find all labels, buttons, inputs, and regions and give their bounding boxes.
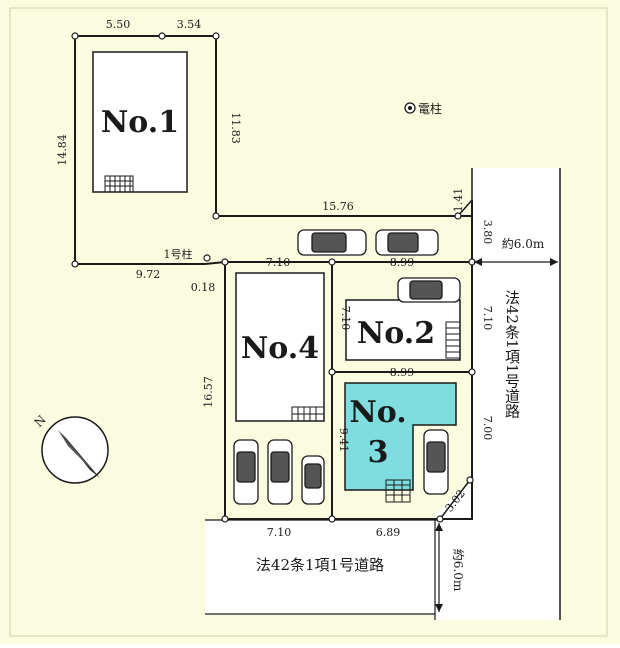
car-icon [423,429,449,495]
utility-pole-marker-label: 1号柱 [164,247,193,261]
dim-no4-left: 16.57 [202,376,215,408]
east-road [435,168,560,620]
east-road-width: 約6.0m [502,236,545,251]
south-road-width-indicator: 約6.0m [435,523,466,612]
dim-no2-left: 7.10 [339,306,352,331]
house-no1-label: No.1 [101,105,179,140]
south-road-width: 約6.0m [451,549,466,592]
frame [9,7,608,637]
north-arrow-icon [58,430,100,478]
house-no4-label: No.4 [241,331,319,366]
dim-bottom-left: 9.72 [136,268,161,281]
dim-top-b: 3.54 [177,18,202,31]
dim-offset: 0.18 [191,281,216,294]
dim-no3-top: 8.99 [390,366,415,379]
house-no3-label-line2: 3 [368,435,389,470]
dim-left-no1: 14.84 [56,134,69,166]
house-no4 [235,272,325,422]
compass: N [32,413,109,484]
east-road-width-indicator: 約6.0m [474,233,558,266]
car-icon [301,455,325,505]
dim-bottom-no3: 6.89 [376,526,401,539]
dim-corner-top: 1.41 [452,188,465,213]
dim-no3-right: 7.00 [481,416,494,441]
house-no2 [345,299,461,361]
dim-right-no1: 11.83 [229,112,242,144]
house-no3-label-line1: No. [349,395,406,430]
house-no1 [92,51,188,193]
south-road [205,520,440,615]
dim-no2-top: 8.99 [390,256,415,269]
dim-no3-left: 9.41 [337,428,350,453]
car-icon [233,439,259,505]
dim-no4-top: 7.10 [266,256,291,269]
utility-pole-legend: 電柱 [404,101,442,116]
car-icon [297,229,367,256]
car-icon [375,229,439,256]
dim-no2-right: 7.10 [481,306,494,331]
dim-corner-right: 3.80 [481,220,494,245]
car-icon [267,439,293,505]
utility-pole-label: 電柱 [418,101,442,116]
entry-stairs-icon [104,175,461,503]
utility-pole-marker [203,254,211,262]
south-road-type: 法42条1項1号道路 [256,556,384,574]
dim-mid-top: 15.76 [322,200,354,213]
east-road-type: 法42条1項1号道路 [503,290,521,418]
dim-bottom-no4: 7.10 [267,526,292,539]
house-no3 [344,382,457,491]
dim-top-a: 5.50 [106,18,131,31]
house-no2-label: No.2 [357,316,435,351]
car-icon [397,277,461,303]
